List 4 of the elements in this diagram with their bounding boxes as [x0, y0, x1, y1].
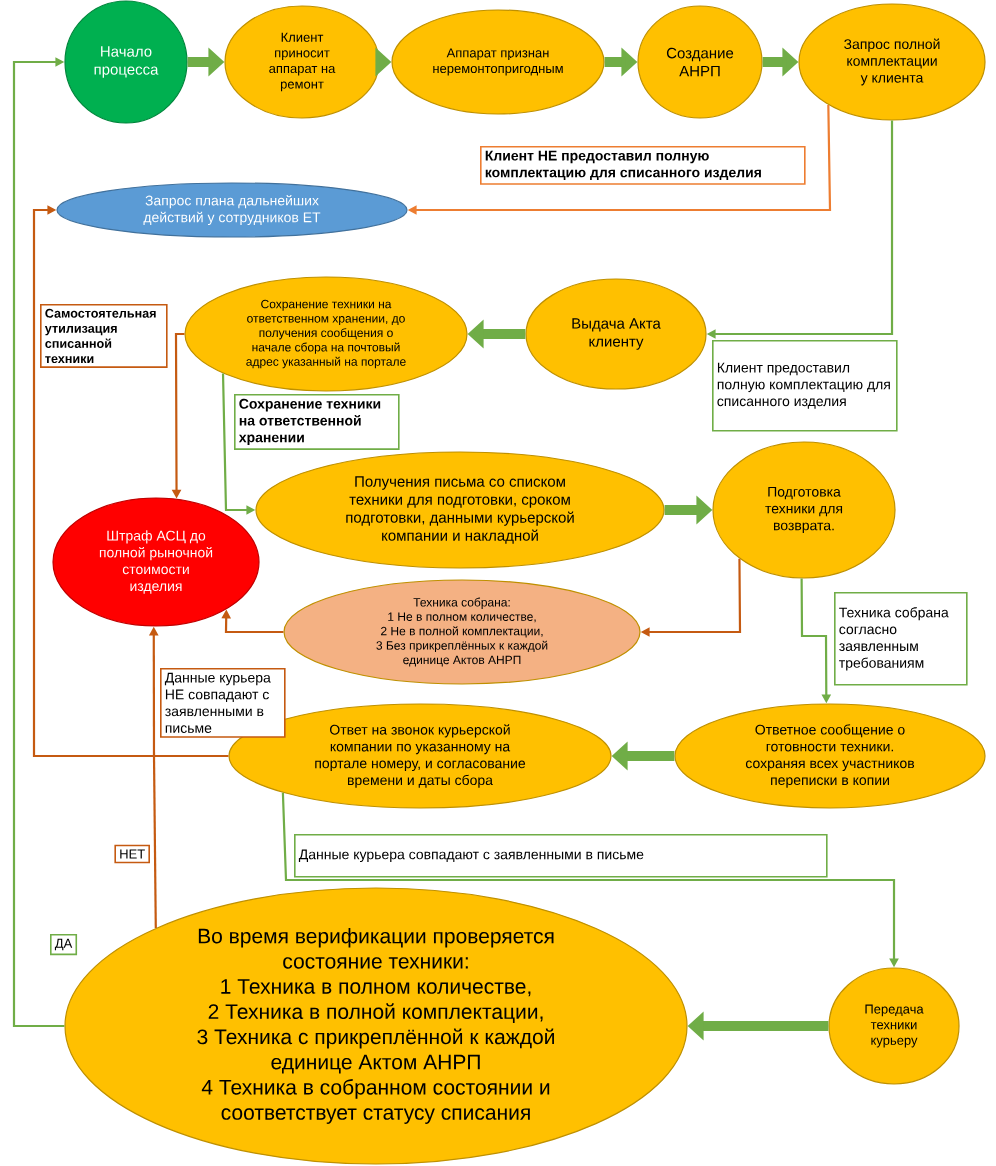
connector-line — [154, 754, 229, 758]
connector-line — [152, 756, 157, 928]
connector-arrow — [12, 57, 65, 1028]
connector-arrow — [32, 205, 154, 758]
